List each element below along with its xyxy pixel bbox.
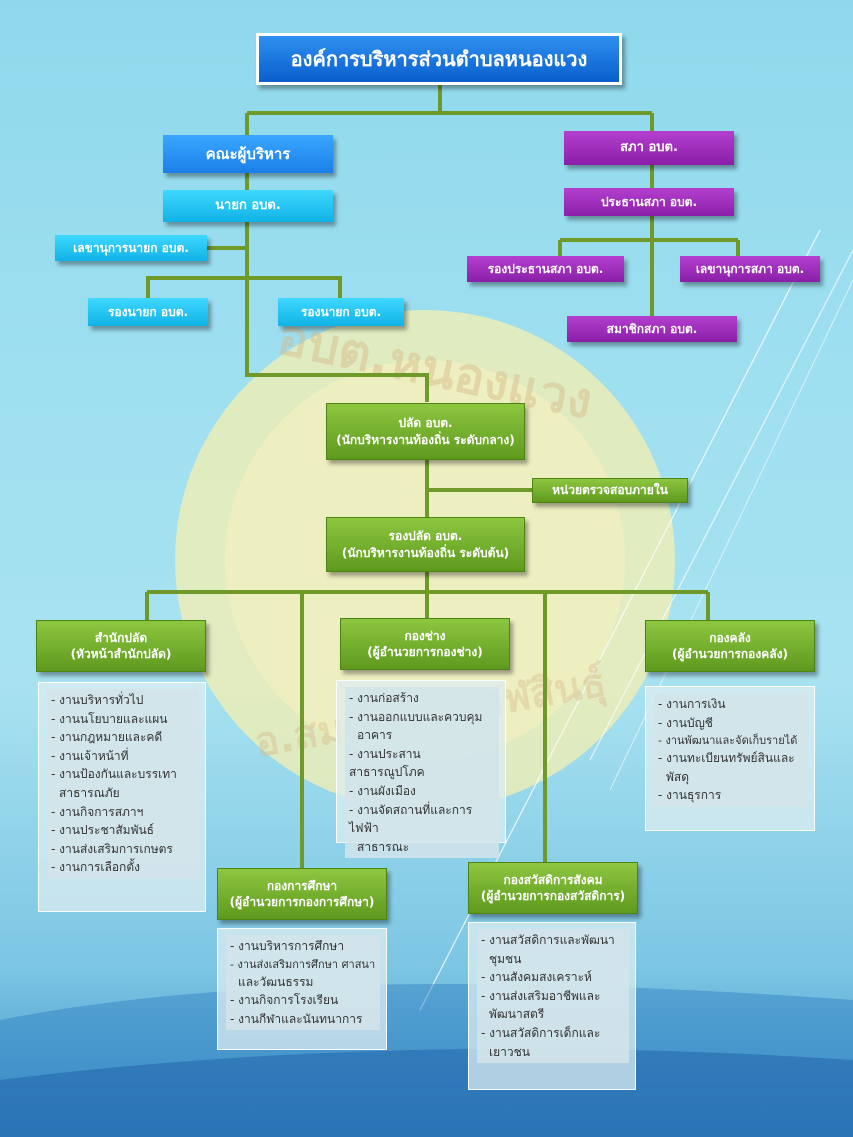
- list-item: อาคาร: [357, 728, 393, 743]
- list-item: - งานกิจการสภาฯ: [51, 804, 144, 819]
- org-title: องค์การบริหารส่วนตำบลหนองแวง: [256, 33, 622, 85]
- council-vice-president-box: รองประธานสภา อบต.: [467, 256, 624, 282]
- list-item: - งานก่อสร้าง: [349, 691, 419, 705]
- list-item: - งานธุรการ: [658, 788, 722, 803]
- list-item: - งานกฎหมายและคดี: [51, 730, 163, 745]
- department-welfare-box: กองสวัสดิการสังคม (ผู้อำนวยการกองสวัสดิก…: [468, 862, 638, 914]
- list-item: - งานทะเบียนทรัพย์สินและ: [658, 751, 795, 766]
- list-item: - งานบริหารการศึกษา: [230, 939, 345, 953]
- list-item: - งานประสานสาธารณูปโภค: [349, 746, 425, 780]
- list-item: - งานส่งเสริมการเกษตร: [51, 841, 173, 856]
- list-item: - งานพัฒนาและจัดเก็บรายได้: [658, 734, 798, 748]
- list-item: ชุมชน: [489, 951, 522, 966]
- list-item: - งานประชาสัมพันธ์: [51, 823, 155, 838]
- council-member-box: สมาชิกสภา อบต.: [567, 316, 737, 342]
- palad-box: ปลัด อบต. (นักบริหารงานท้องถิ่น ระดับกลา…: [326, 403, 525, 460]
- list-item: - งานกิจการโรงเรียน: [230, 993, 339, 1008]
- list-item: - งานการเงิน: [658, 697, 726, 711]
- list-item: - งานบัญชี: [658, 715, 713, 730]
- list-item: - งานเจ้าหน้าที่: [51, 748, 129, 763]
- list-item: - งานจัดสถานที่และการไฟฟ้า: [349, 802, 473, 836]
- list-item: พัสดุ: [666, 769, 690, 784]
- list-item: - งานสวัสดิการเด็กและ: [481, 1025, 601, 1040]
- list-item: และวัฒนธรรม: [238, 974, 314, 989]
- department-office-palad-list: - งานบริหารทั่วไป - งานนโยบายและแผน - งา…: [38, 682, 206, 912]
- department-engineering-box: กองช่าง (ผู้อำนวยการกองช่าง): [340, 618, 510, 670]
- council-secretary-box: เลขานุการสภา อบต.: [680, 256, 820, 282]
- list-item: - งานสังคมสงเคราะห์: [481, 970, 592, 985]
- internal-audit-box: หน่วยตรวจสอบภายใน: [532, 478, 688, 503]
- department-finance-list: - งานการเงิน - งานบัญชี - งานพัฒนาและจัด…: [645, 686, 815, 831]
- council-president-box: ประธานสภา อบต.: [564, 188, 734, 216]
- list-item: - งานสวัสดิการและพัฒนา: [481, 933, 615, 947]
- list-item: - งานผังเมือง: [349, 783, 416, 798]
- list-item: - งานออกแบบและควบคุม: [349, 709, 483, 724]
- department-education-list: - งานบริหารการศึกษา - งานส่งเสริมการศึกษ…: [217, 928, 387, 1050]
- executive-committee-box: คณะผู้บริหาร: [163, 135, 333, 173]
- list-item: สาธารณภัย: [59, 785, 120, 800]
- list-item: - งานนโยบายและแผน: [51, 711, 168, 726]
- department-office-palad-box: สำนักปลัด (หัวหน้าสำนักปลัด): [36, 620, 206, 672]
- list-item: พัฒนาสตรี: [489, 1007, 545, 1022]
- list-item: - งานบริหารทั่วไป: [51, 693, 144, 707]
- list-item: - งานกีฬาและนันทนาการ: [230, 1011, 363, 1026]
- list-item: เยาวชน: [489, 1044, 530, 1059]
- department-education-box: กองการศึกษา (ผู้อำนวยการกองการศึกษา): [217, 868, 387, 920]
- list-item: สาธารณะ: [357, 839, 410, 854]
- deputy-mayor-left-box: รองนายก อบต.: [88, 298, 208, 326]
- list-item: - งานการเลือกตั้ง: [51, 860, 140, 875]
- list-item: - งานป้องกันและบรรเทา: [51, 767, 177, 782]
- mayor-secretary-box: เลขานุการนายก อบต.: [55, 235, 207, 261]
- mayor-box: นายก อบต.: [163, 190, 333, 222]
- list-item: - งานส่งเสริมอาชีพและ: [481, 988, 601, 1003]
- list-item: - งานส่งเสริมการศึกษา ศาสนา: [230, 957, 376, 971]
- department-engineering-list: - งานก่อสร้าง - งานออกแบบและควบคุม อาคาร…: [336, 680, 506, 859]
- deputy-mayor-right-box: รองนายก อบต.: [278, 298, 404, 326]
- department-finance-box: กองคลัง (ผู้อำนวยการกองคลัง): [645, 620, 815, 672]
- department-welfare-list: - งานสวัสดิการและพัฒนา ชุมชน - งานสังคมส…: [468, 922, 636, 1090]
- deputy-palad-box: รองปลัด อบต. (นักบริหารงานท้องถิ่น ระดับ…: [326, 517, 525, 572]
- council-box: สภา อบต.: [564, 131, 734, 165]
